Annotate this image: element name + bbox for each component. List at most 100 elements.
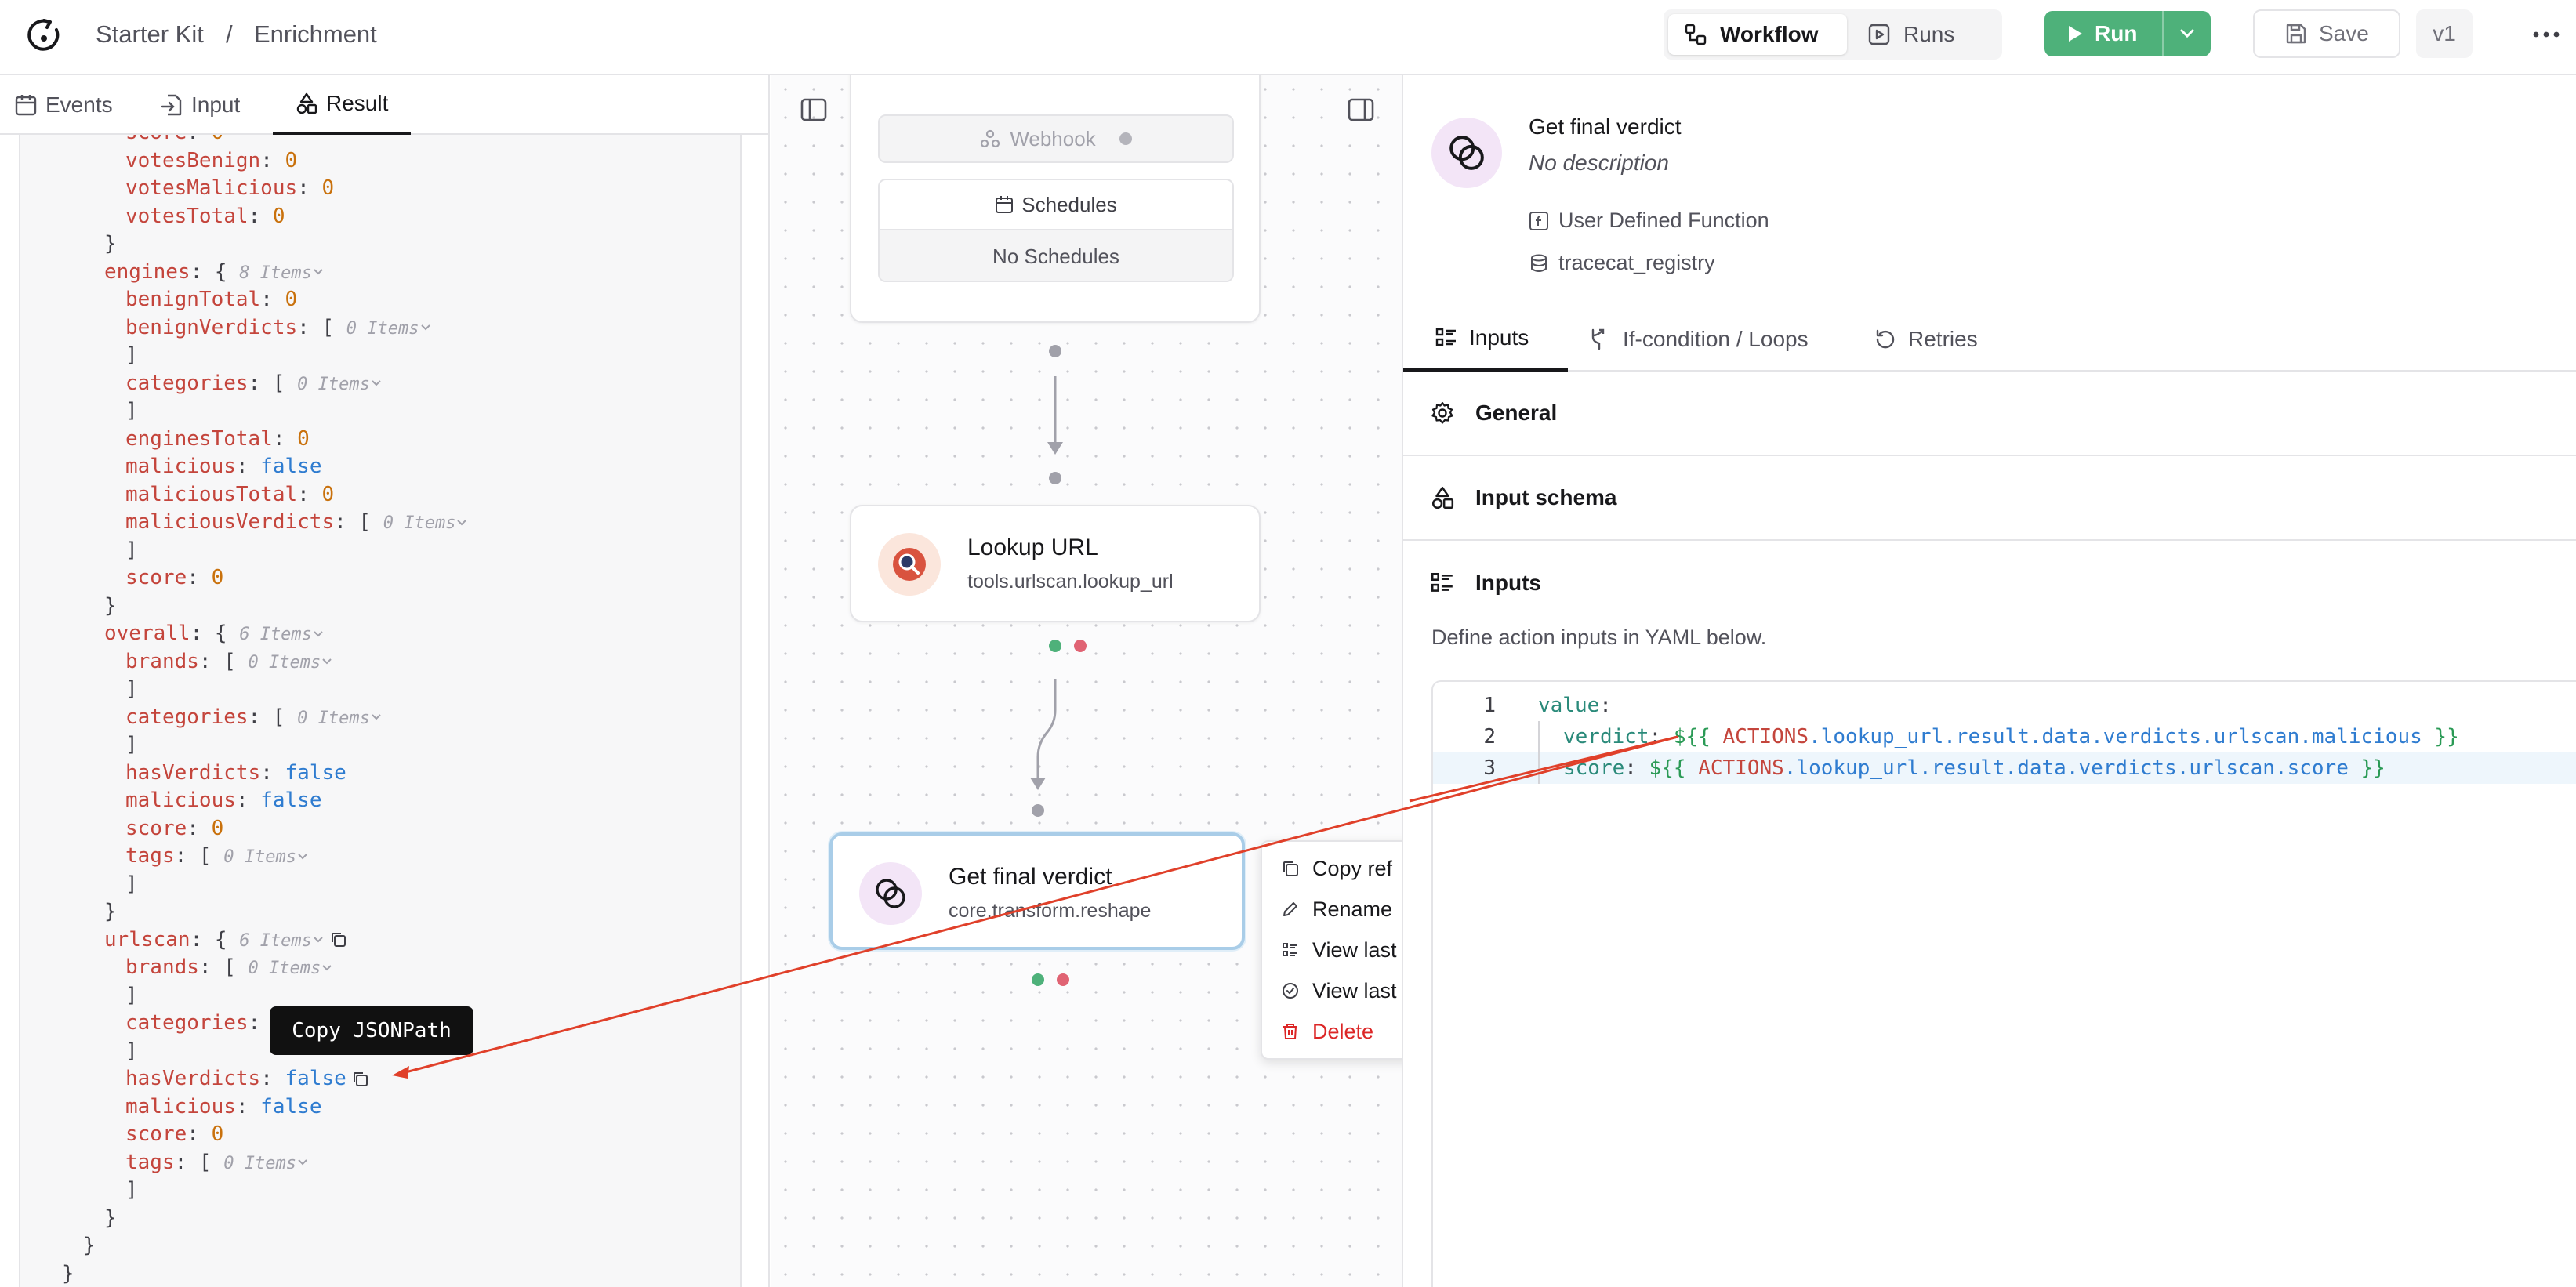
chevron-down-icon[interactable] [419, 316, 432, 339]
json-line[interactable]: ] [20, 1038, 740, 1066]
json-line[interactable]: benignTotal: 0 [20, 286, 740, 314]
json-line[interactable]: votesTotal: 0 [20, 203, 740, 231]
lookup-error-handle[interactable] [1074, 640, 1087, 652]
lookup-url-node[interactable]: Lookup URL tools.urlscan.lookup_url [850, 505, 1261, 622]
chevron-down-icon[interactable] [370, 372, 383, 395]
chevron-down-icon[interactable] [312, 622, 325, 645]
json-line[interactable]: maliciousTotal: 0 [20, 481, 740, 509]
runs-view-button[interactable]: Runs [1858, 14, 1991, 55]
tab-result[interactable]: Result [273, 75, 411, 135]
section-input-schema[interactable]: Input schema [1403, 456, 2576, 541]
json-line[interactable]: ] [20, 1176, 740, 1205]
menu-delete[interactable]: Delete [1281, 1011, 1373, 1052]
webhook-trigger[interactable]: Webhook [878, 114, 1234, 163]
json-line[interactable]: ] [20, 871, 740, 899]
json-line[interactable]: } [20, 230, 740, 259]
json-line[interactable]: score: 0 [20, 815, 740, 843]
chevron-down-icon[interactable] [370, 705, 383, 729]
verdict-success-handle[interactable] [1032, 973, 1044, 986]
breadcrumb-workspace[interactable]: Starter Kit [96, 20, 204, 48]
chevron-down-icon[interactable] [312, 928, 325, 952]
json-line[interactable]: score: 0 [20, 564, 740, 593]
json-line[interactable]: votesBenign: 0 [20, 147, 740, 176]
run-options-button[interactable] [2162, 11, 2211, 56]
lookup-success-handle[interactable] [1049, 640, 1061, 652]
json-line[interactable]: brands: [ 0 Items [20, 648, 740, 676]
schedules-section[interactable]: Schedules No Schedules [878, 179, 1234, 282]
menu-view-last-input[interactable]: View last [1281, 930, 1397, 970]
json-line[interactable]: malicious: false [20, 1093, 740, 1122]
toggle-right-panel-icon[interactable] [1345, 94, 1377, 125]
json-line[interactable]: benignVerdicts: [ 0 Items [20, 314, 740, 343]
json-line[interactable]: hasVerdicts: false [20, 760, 740, 788]
tracecat-logo-icon[interactable] [25, 17, 63, 55]
chevron-down-icon[interactable] [455, 510, 468, 534]
json-line[interactable]: engines: { 8 Items [20, 259, 740, 287]
action-title[interactable]: Get final verdict [1529, 114, 1682, 139]
code-line-active[interactable]: 3 score: ${{ ACTIONS.lookup_url.result.d… [1433, 752, 2576, 784]
chevron-down-icon[interactable] [321, 955, 333, 979]
chevron-down-icon[interactable] [296, 1151, 309, 1174]
json-line[interactable]: tags: [ 0 Items [20, 843, 740, 871]
json-line[interactable]: } [20, 1232, 740, 1260]
code-line[interactable]: 1 value: [1433, 690, 2576, 721]
tab-retries[interactable]: Retries [1874, 307, 2007, 372]
json-line[interactable]: malicious: false [20, 787, 740, 815]
code-line[interactable]: 2 verdict: ${{ ACTIONS.lookup_url.result… [1433, 721, 2576, 752]
json-line[interactable]: } [20, 1205, 740, 1233]
get-final-verdict-node[interactable]: Get final verdict core.transform.reshape [829, 832, 1245, 950]
json-line[interactable]: ] [20, 982, 740, 1010]
section-general[interactable]: General [1403, 372, 2576, 456]
yaml-editor[interactable]: 1 value: 2 verdict: ${{ ACTIONS.lookup_u… [1431, 680, 2576, 1287]
chevron-down-icon[interactable] [312, 260, 325, 284]
copy-icon[interactable] [329, 930, 348, 949]
chevron-down-icon[interactable] [296, 844, 309, 868]
run-button[interactable]: Run [2044, 11, 2162, 56]
json-line[interactable]: ] [20, 342, 740, 370]
json-line[interactable]: enginesTotal: 0 [20, 426, 740, 454]
save-button[interactable]: Save [2253, 9, 2400, 58]
json-line[interactable]: ] [20, 731, 740, 760]
json-line[interactable]: maliciousVerdicts: [ 0 Items [20, 509, 740, 537]
json-line[interactable]: categories: [ 0 Items [20, 704, 740, 732]
action-description[interactable]: No description [1529, 150, 1669, 175]
json-line[interactable]: ] [20, 537, 740, 565]
json-line[interactable]: score: 0 [20, 135, 740, 147]
json-line[interactable]: brands: [ 0 Items [20, 954, 740, 982]
breadcrumb-workflow[interactable]: Enrichment [254, 20, 377, 48]
menu-copy-ref[interactable]: Copy ref [1281, 848, 1392, 889]
chevron-down-icon[interactable] [321, 650, 333, 673]
webhook-status-dot [1119, 132, 1132, 145]
json-item-count: 0 Items [223, 1153, 296, 1173]
version-badge[interactable]: v1 [2416, 9, 2473, 58]
tab-input[interactable]: Input [160, 75, 251, 135]
toggle-left-panel-icon[interactable] [798, 94, 829, 125]
section-inputs[interactable]: Inputs [1403, 541, 2576, 625]
tab-events[interactable]: Events [14, 75, 121, 135]
json-line[interactable]: malicious: false [20, 453, 740, 481]
json-line[interactable]: ] [20, 397, 740, 426]
json-line[interactable]: tags: [ 0 Items [20, 1149, 740, 1177]
menu-view-last-result[interactable]: View last [1281, 970, 1397, 1011]
verdict-error-handle[interactable] [1057, 973, 1069, 986]
json-line[interactable]: } [20, 898, 740, 926]
tab-inputs[interactable]: Inputs [1403, 307, 1568, 372]
json-line[interactable]: votesMalicious: 0 [20, 175, 740, 203]
json-line[interactable]: } [20, 593, 740, 621]
json-line[interactable]: overall: { 6 Items [20, 620, 740, 648]
more-options-icon[interactable] [2527, 16, 2565, 53]
workflow-canvas[interactable]: Webhook Schedules No Schedules Lookup UR… [771, 75, 1402, 1287]
json-line[interactable]: categories: [20, 1010, 740, 1038]
json-line[interactable]: ] [20, 676, 740, 704]
json-line[interactable]: score: 0 [20, 1121, 740, 1149]
copy-icon[interactable] [351, 1070, 370, 1089]
tab-conditions[interactable]: If-condition / Loops [1588, 307, 1839, 372]
menu-rename[interactable]: Rename [1281, 889, 1392, 930]
json-line[interactable]: hasVerdicts: false [20, 1065, 740, 1093]
json-line[interactable]: urlscan: { 6 Items [20, 926, 740, 955]
json-line[interactable]: categories: [ 0 Items [20, 370, 740, 398]
trigger-node[interactable]: Webhook Schedules No Schedules [850, 75, 1261, 323]
json-line[interactable]: } [20, 1260, 740, 1287]
workflow-view-button[interactable]: Workflow [1668, 14, 1847, 55]
